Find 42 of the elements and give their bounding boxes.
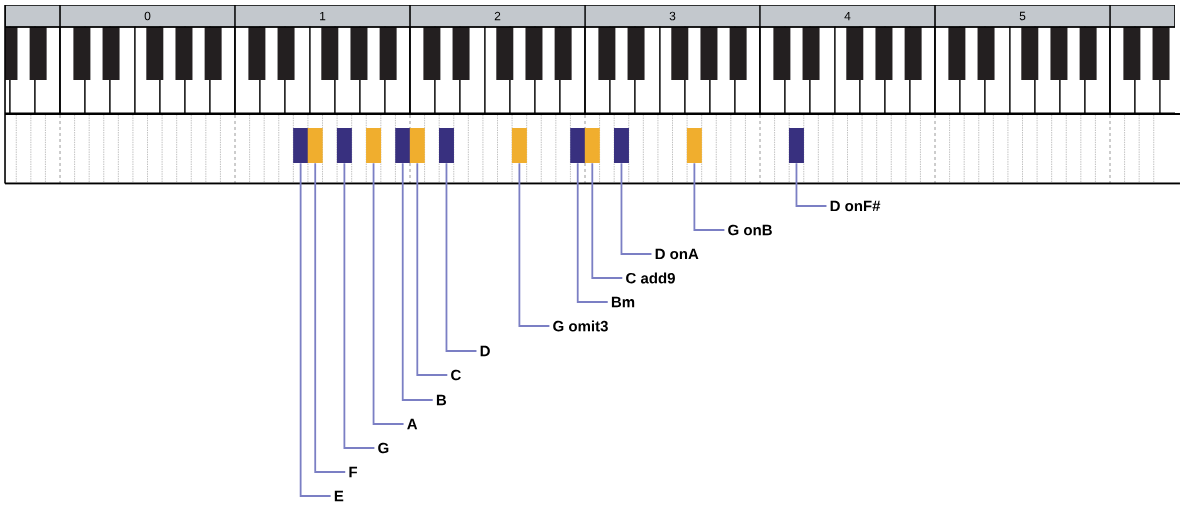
leader-line (416, 162, 449, 376)
octave-number: 3 (669, 11, 676, 21)
leader-line (591, 162, 624, 279)
note-bar (788, 128, 804, 163)
leader-line (620, 162, 653, 255)
note-bar (613, 128, 629, 163)
chord-label: Bm (611, 296, 635, 308)
note-bar (395, 128, 411, 163)
chord-label: A (407, 418, 418, 430)
leader-line (576, 162, 609, 303)
chord-label: D (480, 345, 490, 357)
chord-label: C add9 (626, 272, 675, 284)
chord-label: C (451, 369, 461, 381)
note-bar (570, 128, 586, 163)
note-bar (511, 128, 527, 163)
leader-line (795, 162, 828, 207)
octave-number: 5 (1019, 11, 1026, 21)
octave-number: 0 (144, 11, 151, 21)
note-bar (686, 128, 702, 163)
leader-line (299, 162, 332, 497)
leader-line (372, 162, 405, 425)
octave-number: 1 (320, 11, 326, 21)
chord-label: D onA (655, 248, 699, 260)
note-bar (336, 128, 352, 163)
leader-line (693, 162, 726, 231)
chord-label: B (436, 394, 447, 406)
chord-label: E (334, 490, 344, 502)
chord-label: G (378, 442, 389, 454)
leader-line (314, 162, 347, 473)
note-bar (293, 128, 309, 163)
leader-line (401, 162, 434, 401)
octave-number: 2 (494, 11, 501, 21)
note-bar (366, 128, 382, 163)
leader-line (518, 162, 551, 327)
note-bar (438, 128, 454, 163)
chord-label: F (349, 466, 358, 478)
chord-label: G omit3 (553, 320, 608, 332)
chord-label: G onB (728, 224, 772, 236)
leader-line (343, 162, 376, 449)
octave-number: 4 (844, 11, 851, 21)
leader-line (445, 162, 478, 352)
chord-label: D onF# (830, 200, 881, 212)
